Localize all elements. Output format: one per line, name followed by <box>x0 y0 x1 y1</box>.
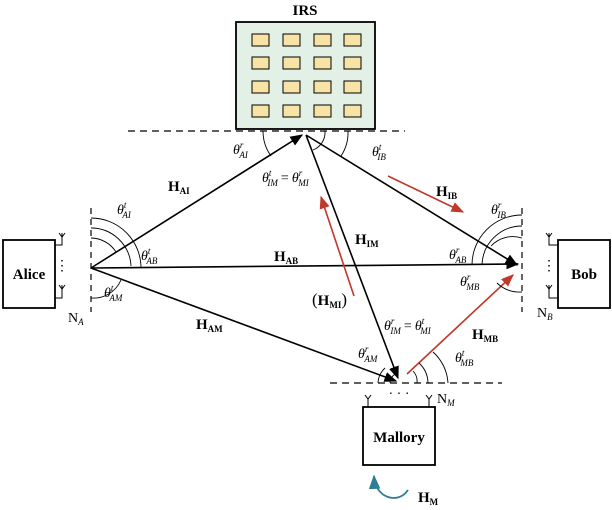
irs-element <box>282 56 301 70</box>
arrow-irs-to-bob <box>305 134 519 266</box>
irs-element <box>313 104 332 118</box>
alice-antenna-count: NA <box>68 311 84 327</box>
label-h-ai: HAI <box>168 179 190 196</box>
irs-element <box>282 80 301 94</box>
irs-label: IRS <box>292 3 317 19</box>
alice-box <box>2 239 56 309</box>
irs-element <box>343 33 362 47</box>
bob-box <box>557 239 611 309</box>
irs-element <box>282 104 301 118</box>
irs-element <box>343 80 362 94</box>
bob-antenna-array <box>545 232 558 299</box>
irs-element <box>313 80 332 94</box>
arrow-alice-to-irs <box>90 134 304 269</box>
alice-label: Alice <box>13 267 46 283</box>
irs-element <box>313 56 332 70</box>
angle-arcs <box>90 130 523 384</box>
label-h-ib: HIB <box>436 184 457 201</box>
label-h-am: HAM <box>196 317 223 334</box>
mallory-antenna-dots: · · · <box>389 387 410 402</box>
arrow-alice-to-bob <box>90 258 520 270</box>
bob-label: Bob <box>571 267 597 283</box>
arrow-mallory-self <box>368 474 409 499</box>
irs-element <box>313 33 332 47</box>
irs-element <box>343 104 362 118</box>
label-h-mi: (HMI) <box>312 290 347 310</box>
irs-element-grid <box>251 33 362 118</box>
alice-antenna-dots: ⋮ <box>55 259 69 274</box>
irs-element <box>251 104 270 118</box>
arrow-mb-direction <box>406 274 514 375</box>
mallory-box <box>362 406 436 466</box>
irs-element <box>251 80 270 94</box>
label-h-m: HM <box>418 490 439 507</box>
bob-antenna-count: NB <box>537 306 553 322</box>
irs-element <box>282 33 301 47</box>
arrow-mi-direction <box>319 195 355 297</box>
mallory-label: Mallory <box>373 430 425 446</box>
mallory-antenna-array <box>364 394 433 407</box>
label-h-mb: HMB <box>472 327 498 344</box>
arrow-irs-to-mallory <box>305 134 399 380</box>
bob-antenna-dots: ⋮ <box>542 259 556 274</box>
alice-antenna-array <box>55 232 66 299</box>
irs-element <box>251 56 270 70</box>
mallory-antenna-count: NM <box>437 392 455 408</box>
irs-element <box>251 33 270 47</box>
label-h-ab: HAB <box>274 249 298 266</box>
label-h-im: HIM <box>355 232 379 249</box>
arrow-alice-to-mallory <box>90 267 398 382</box>
arrow-ib-direction <box>387 175 465 213</box>
irs-element <box>343 56 362 70</box>
